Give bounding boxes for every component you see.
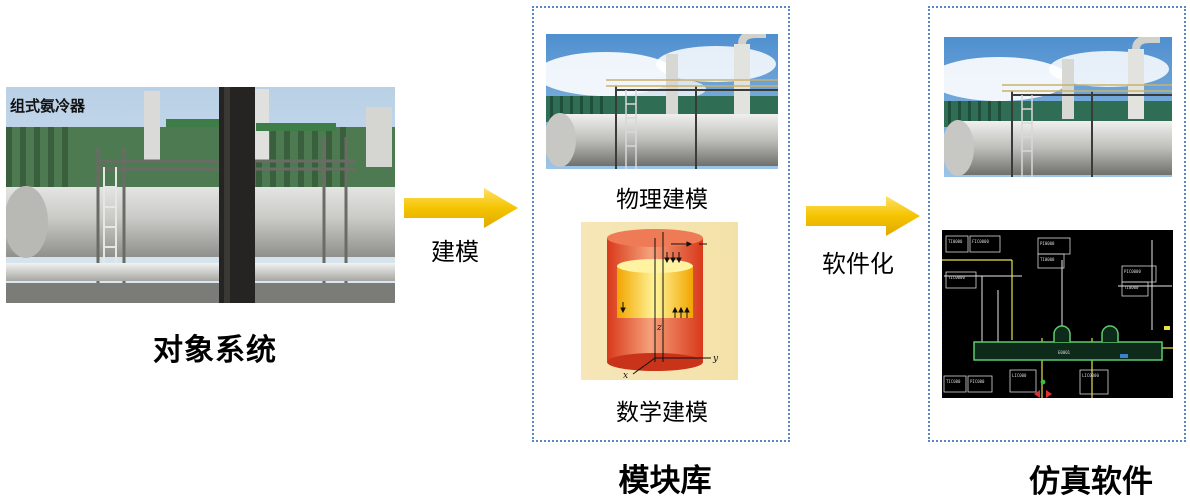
modeling-arrow — [404, 188, 518, 228]
svg-text:TI0000: TI0000 — [1040, 257, 1055, 262]
module-library-caption: 模块库 — [595, 455, 735, 500]
math-model-diagram: z y x — [581, 222, 738, 380]
svg-text:TI0000: TI0000 — [1124, 285, 1139, 290]
softwarize-arrow — [806, 196, 920, 236]
svg-text:PIC0000: PIC0000 — [1124, 269, 1141, 274]
equipment-name-label: 组式氨冷器 — [10, 95, 85, 116]
simulation-3d-render — [944, 37, 1172, 177]
physical-modeling-label: 物理建模 — [546, 180, 778, 214]
svg-text:LIC0000: LIC0000 — [1082, 373, 1099, 378]
svg-text:TIC000: TIC000 — [946, 379, 961, 384]
svg-text:PIC000: PIC000 — [970, 379, 985, 384]
simulation-software-caption: 仿真软件 — [1006, 456, 1176, 501]
svg-text:TIC0000: TIC0000 — [948, 275, 965, 280]
svg-text:LIC000: LIC000 — [1012, 373, 1027, 378]
softwarize-arrow-label: 软件化 — [822, 244, 894, 279]
svg-text:x: x — [623, 371, 628, 380]
object-system-caption: 对象系统 — [120, 325, 310, 369]
object-system-photo — [6, 87, 395, 303]
svg-text:PI0000: PI0000 — [1040, 241, 1055, 246]
svg-text:z: z — [656, 323, 662, 333]
svg-text:E0001: E0001 — [1058, 350, 1071, 355]
svg-text:FIC0000: FIC0000 — [972, 239, 989, 244]
physical-model-render — [546, 34, 778, 169]
modeling-arrow-label: 建模 — [431, 232, 479, 267]
svg-text:y: y — [712, 354, 719, 364]
svg-text:TI0000: TI0000 — [948, 239, 963, 244]
math-modeling-label: 数学建模 — [546, 393, 778, 427]
